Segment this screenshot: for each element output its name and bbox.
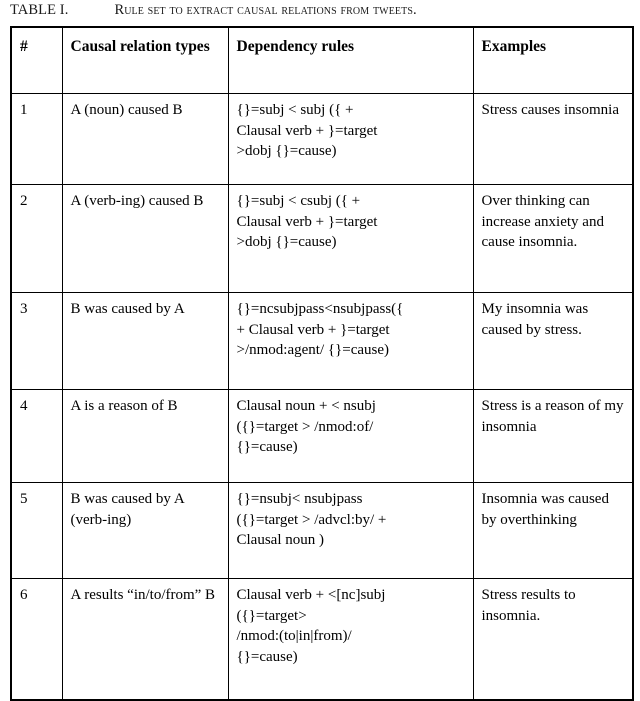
table-header: # Causal relation types Dependency rules…: [10, 26, 634, 94]
row-dependency-rule: Clausal noun + < nsubj ({}=target > /nmo…: [227, 389, 474, 483]
row-dependency-rule: Clausal verb + <[nc]subj ({}=target> /nm…: [227, 578, 474, 701]
row-example: Insomnia was caused by overthinking: [472, 482, 634, 579]
row-dependency-rule: {}=subj < csubj ({ + Clausal verb + }=ta…: [227, 184, 474, 293]
table-row: 3 B was caused by A {}=ncsubjpass<nsubjp…: [10, 292, 634, 390]
table-header-row: # Causal relation types Dependency rules…: [10, 26, 634, 94]
row-number: 2: [10, 184, 63, 293]
column-header-dependency-rules: Dependency rules: [227, 26, 474, 94]
table-caption: TABLE I. Rule set to extract causal rela…: [10, 1, 634, 21]
table-row: 6 A results “in/to/from” B Clausal verb …: [10, 578, 634, 701]
row-example: Stress causes insomnia: [472, 93, 634, 185]
row-number: 4: [10, 389, 63, 483]
table-row: 2 A (verb-ing) caused B {}=subj < csubj …: [10, 184, 634, 293]
row-number: 5: [10, 482, 63, 579]
row-dependency-rule: {}=subj < subj ({ + Clausal verb + }=tar…: [227, 93, 474, 185]
row-example: Over thinking can increase anxiety and c…: [472, 184, 634, 293]
row-number: 6: [10, 578, 63, 701]
row-example: Stress results to insomnia.: [472, 578, 634, 701]
row-dependency-rule: {}=ncsubjpass<nsubjpass({ + Clausal verb…: [227, 292, 474, 390]
rules-table-container: # Causal relation types Dependency rules…: [10, 26, 634, 701]
row-example: Stress is a reason of my insomnia: [472, 389, 634, 483]
table-caption-text: Rule set to extract causal relations fro…: [114, 2, 417, 18]
row-relation-type: A (verb-ing) caused B: [61, 184, 229, 293]
table-row: 1 A (noun) caused B {}=subj < subj ({ + …: [10, 93, 634, 185]
table-row: 4 A is a reason of B Clausal noun + < ns…: [10, 389, 634, 483]
column-header-number: #: [10, 26, 63, 94]
column-header-causal-relation-types: Causal relation types: [61, 26, 229, 94]
row-relation-type: A is a reason of B: [61, 389, 229, 483]
table-body: 1 A (noun) caused B {}=subj < subj ({ + …: [10, 93, 634, 701]
table-caption-label: TABLE I.: [10, 2, 69, 18]
row-relation-type: A results “in/to/from” B: [61, 578, 229, 701]
row-dependency-rule: {}=nsubj< nsubjpass ({}=target > /advcl:…: [227, 482, 474, 579]
row-number: 1: [10, 93, 63, 185]
row-number: 3: [10, 292, 63, 390]
row-relation-type: B was caused by A (verb-ing): [61, 482, 229, 579]
column-header-examples: Examples: [472, 26, 634, 94]
rules-table: # Causal relation types Dependency rules…: [10, 26, 634, 701]
page-root: TABLE I. Rule set to extract causal rela…: [10, 1, 634, 701]
table-row: 5 B was caused by A (verb-ing) {}=nsubj<…: [10, 482, 634, 579]
row-relation-type: B was caused by A: [61, 292, 229, 390]
row-example: My insomnia was caused by stress.: [472, 292, 634, 390]
row-relation-type: A (noun) caused B: [61, 93, 229, 185]
